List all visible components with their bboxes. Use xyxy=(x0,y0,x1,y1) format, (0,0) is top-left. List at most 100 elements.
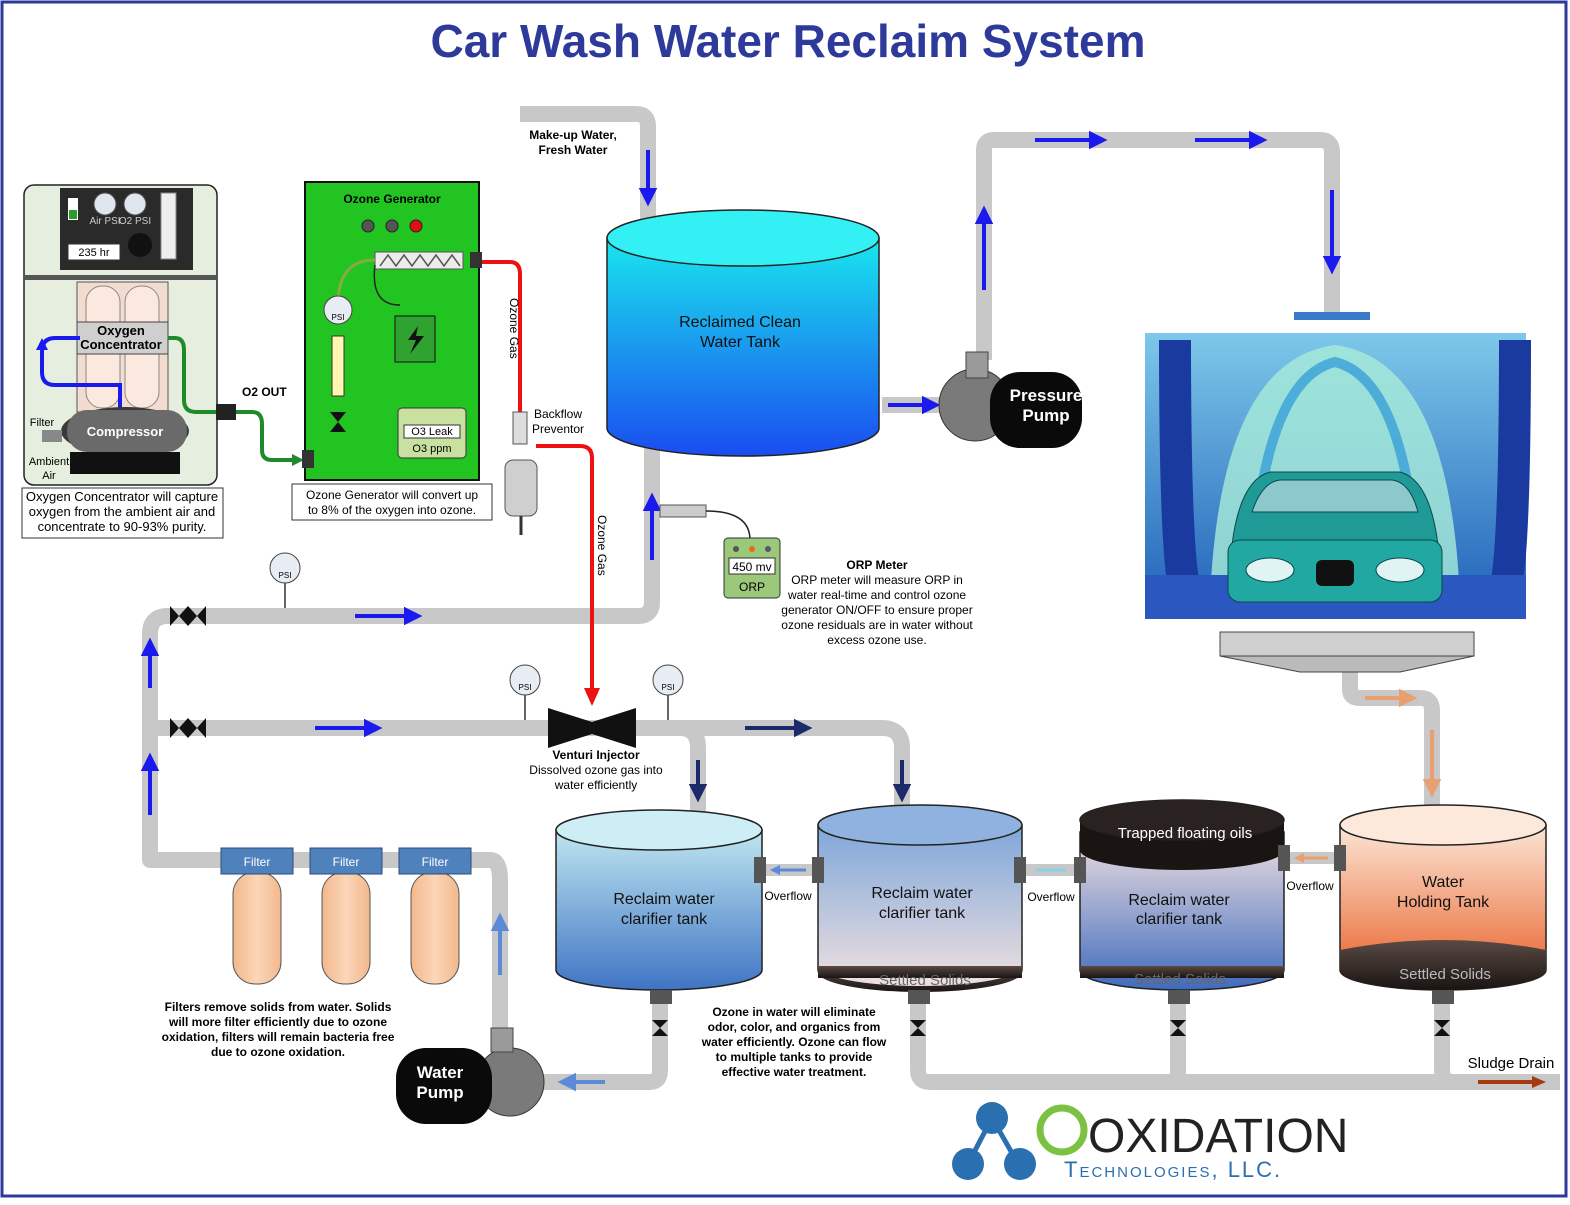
pump-return-pipe xyxy=(540,1000,668,1090)
generator-pressure-gauge-icon xyxy=(323,295,353,325)
sludge-drain-label: Sludge Drain xyxy=(1468,1055,1555,1072)
generator-flowmeter-icon xyxy=(331,335,345,397)
ozone-gas-label-1: Ozone Gas xyxy=(507,298,521,359)
ozone-note-4: to multiple tanks to provide xyxy=(716,1050,873,1064)
overflow-fitting-icon xyxy=(1014,857,1026,883)
ozone-gas-arrowhead xyxy=(584,688,600,706)
o3-leak-label: O3 Leak xyxy=(411,426,453,438)
orp-title: ORP Meter xyxy=(846,558,907,572)
hour-meter-value: 235 hr xyxy=(78,247,110,259)
tank-4-drain-valve-icon[interactable] xyxy=(1434,1020,1450,1036)
overflow-arrowhead-3 xyxy=(1294,853,1304,863)
logo-name: OXIDATION xyxy=(1088,1110,1348,1163)
catch-to-holding-pipe xyxy=(1342,672,1440,815)
pump-to-wash-pipe xyxy=(976,132,1340,360)
generator-caption-2: to 8% of the oxygen into ozone. xyxy=(308,503,476,517)
oxygen-inlet-fitting-icon xyxy=(302,450,314,468)
orp-reading: 450 mv xyxy=(732,560,771,574)
tank-2-sludge-layer xyxy=(818,966,1022,978)
overflow-label-2: Overflow xyxy=(1027,890,1075,904)
ozone-gas-line-2 xyxy=(536,444,594,692)
compressor-shell xyxy=(67,410,187,452)
check-valve-icon xyxy=(512,411,528,445)
flow-arrowhead xyxy=(794,718,813,738)
pressure-pump: Pressure Pump xyxy=(938,351,1082,448)
generator-valve-icon xyxy=(330,412,346,432)
pressure-pump-label-2: Pump xyxy=(1022,406,1069,425)
power-switch-led xyxy=(69,210,77,219)
tank-4-sludge-layer xyxy=(1340,940,1546,990)
car-headlight-icon xyxy=(1375,557,1425,583)
flow-arrowhead xyxy=(1322,256,1342,275)
venturi-injector-icon xyxy=(548,708,636,748)
tank-3-drain-valve-icon[interactable] xyxy=(1170,1020,1186,1036)
filter-caption-2: will more filter efficiently due to ozon… xyxy=(168,1015,387,1029)
orp-desc-5: excess ozone use. xyxy=(827,633,926,647)
compressor-base xyxy=(70,452,180,474)
tank-4-solids-label: Settled Solids xyxy=(1399,966,1491,983)
car-wash-illustration xyxy=(1145,312,1531,673)
filter-bank: Filter Filter Filter Filters remove soli… xyxy=(162,847,472,1059)
flow-arrowhead xyxy=(922,395,941,415)
overflow-fitting-icon xyxy=(1278,845,1290,871)
tank-1-drain-valve-icon[interactable] xyxy=(652,1020,668,1036)
generator-caption-box xyxy=(291,483,493,521)
sludge-branch-4 xyxy=(1434,1000,1455,1090)
venturi-desc-1: Dissolved ozone gas into xyxy=(529,763,663,777)
orp-probe-icon xyxy=(659,504,707,518)
page-title: Car Wash Water Reclaim System xyxy=(431,15,1146,67)
car-headlight-icon xyxy=(1245,557,1295,583)
tank-3-label-2: clarifier tank xyxy=(1136,911,1223,928)
filter-caption-3: oxidation, filters will remain bacteria … xyxy=(162,1030,395,1044)
flow-arrowhead xyxy=(557,1072,576,1092)
power-switch[interactable] xyxy=(68,198,78,220)
backflow-label-1: Backflow xyxy=(534,407,582,421)
water-pump-motor xyxy=(396,1048,492,1124)
ozone-note-2: odor, color, and organics from xyxy=(708,1020,881,1034)
concentrator-divider xyxy=(24,275,217,280)
overflow-fitting-icon xyxy=(1334,845,1346,871)
tank-3-sludge-layer xyxy=(1080,966,1284,978)
air-feed-line xyxy=(40,336,122,410)
tank-2-sludge-band xyxy=(818,966,1022,992)
filter-caption-4: due to ozone oxidation. xyxy=(211,1045,345,1059)
filter-caption-1: Filters remove solids from water. Solids xyxy=(165,1000,392,1014)
indicator-light-icon xyxy=(361,219,375,233)
loop-valve-icon xyxy=(170,606,188,626)
orp-display xyxy=(728,557,776,575)
tank-3-label-1: Reclaim water xyxy=(1128,892,1230,909)
clean-tank-label-2: Water Tank xyxy=(700,334,781,351)
logo-atom-icon xyxy=(952,1148,984,1180)
logo-subtitle: Technologies, LLC. xyxy=(1064,1157,1282,1182)
flow-arrowhead xyxy=(404,606,423,626)
indicator-light-icon xyxy=(385,219,399,233)
tank-1-body xyxy=(555,829,763,991)
venturi-injector: Venturi Injector Dissolved ozone gas int… xyxy=(529,708,663,792)
tank-2-drain-valve-icon[interactable] xyxy=(910,1020,926,1036)
ozone-note-5: effective water treatment. xyxy=(722,1065,867,1079)
dark-flow-arrows xyxy=(688,718,912,803)
tank-2-solids-label: Settled Solids xyxy=(879,972,971,989)
ambient-air-label-1: Ambient xyxy=(29,456,69,468)
overflow-fitting-icon xyxy=(812,857,824,883)
tank-2-label-2: clarifier tank xyxy=(879,905,966,922)
venturi-title: Venturi Injector xyxy=(552,748,640,762)
filter-head-3 xyxy=(398,847,472,875)
tank-4-label-1: Water xyxy=(1422,874,1465,891)
overflow-label-1: Overflow xyxy=(764,889,812,903)
o2-outlet-fitting-icon xyxy=(216,404,236,420)
tank-1-top xyxy=(555,809,763,851)
tank-1-label-2: clarifier tank xyxy=(621,911,708,928)
tank-2-outlet xyxy=(908,990,930,1004)
water-pump-label-2: Pump xyxy=(416,1083,463,1102)
flow-arrowhead xyxy=(364,718,383,738)
clean-tank-top xyxy=(606,209,880,267)
ozone-generator: Ozone Generator PSI O3 Leak O3 ppm Ozone… xyxy=(291,181,493,521)
tank-3-outlet xyxy=(1168,990,1190,1004)
corona-cell-coil-icon xyxy=(379,253,461,268)
orp-led-icon xyxy=(765,546,771,552)
filter-cartridge-1 xyxy=(232,871,282,985)
filter-cartridge-3 xyxy=(410,871,460,985)
backflow-label-2: Preventor xyxy=(532,422,584,436)
